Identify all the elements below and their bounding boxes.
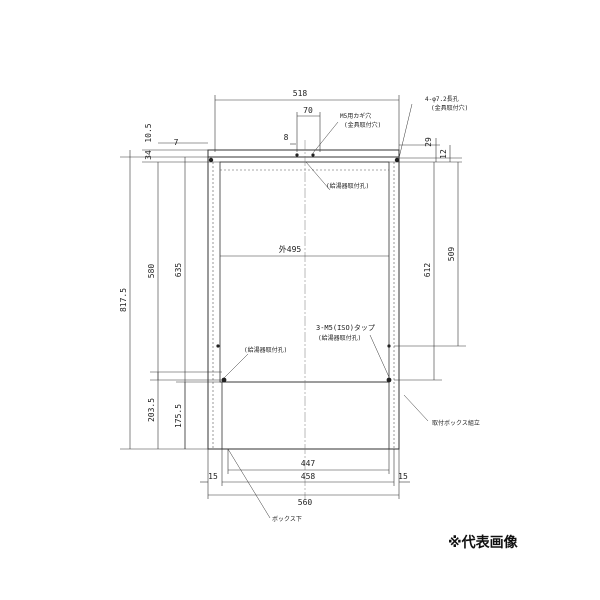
note-box-lower: ボックス下	[272, 515, 302, 523]
dim-635: 635	[174, 263, 183, 278]
dim-8: 8	[284, 133, 289, 142]
hidden-lines	[212, 162, 395, 449]
tap-left	[221, 377, 227, 383]
main-box-outline	[207, 149, 400, 450]
dim-175-5: 175.5	[174, 404, 183, 428]
dimension-lines	[120, 95, 466, 499]
hole-top-center	[295, 153, 299, 157]
note-water-heater-right: (給湯器取付孔)	[318, 334, 361, 342]
dim-518: 518	[293, 89, 308, 98]
annotations: M5用カギ穴 (金具取付穴) 4-φ7.2長孔 (金具取付穴) (給湯器取付孔)…	[244, 95, 480, 523]
tap-right	[386, 377, 392, 383]
dim-458: 458	[301, 472, 316, 481]
note-m5-hole: M5用カギ穴	[340, 112, 371, 120]
dim-7: 7	[174, 138, 179, 147]
note-fixture-right-b: (金具取付穴)	[431, 104, 468, 112]
dim-34: 34	[144, 150, 153, 160]
representative-image-caption: ※代表画像	[448, 535, 518, 551]
dim-29: 29	[424, 137, 433, 147]
dim-12: 12	[439, 149, 448, 159]
hole-top-left	[208, 157, 214, 163]
note-mount-box: 取付ボックス組立	[432, 419, 480, 427]
dim-560: 560	[298, 498, 313, 507]
dim-203-5: 203.5	[147, 398, 156, 422]
note-fixture-right-a: 4-φ7.2長孔	[425, 95, 459, 103]
hole-mid-left	[216, 344, 220, 348]
hole-mid-right	[387, 344, 391, 348]
dimension-texts: 518 70 8 29 12 34 10.5 7 817.5 580 635 2…	[119, 89, 456, 507]
note-tap: 3-M5(ISO)タップ	[316, 323, 375, 332]
dim-15-left: 15	[208, 472, 218, 481]
dim-509: 509	[447, 247, 456, 262]
lower-box	[221, 381, 390, 450]
note-water-heater-top: (給湯器取付孔)	[326, 182, 369, 190]
hole-top-center-2	[311, 153, 315, 157]
note-fixture-top: (金具取付穴)	[344, 121, 381, 129]
note-water-heater-left: (給湯器取付孔)	[244, 346, 287, 354]
dim-580: 580	[147, 264, 156, 279]
main-box	[207, 149, 400, 450]
dim-outer-495: 外495	[279, 244, 302, 254]
dim-70: 70	[303, 106, 313, 115]
hole-top-right	[394, 157, 400, 163]
dim-612: 612	[423, 263, 432, 278]
dim-15-right: 15	[398, 472, 408, 481]
dim-10-5: 10.5	[144, 123, 153, 142]
leader-lines	[223, 103, 429, 519]
dim-447: 447	[301, 459, 316, 468]
holes	[208, 153, 400, 383]
dim-817-5: 817.5	[119, 288, 128, 312]
